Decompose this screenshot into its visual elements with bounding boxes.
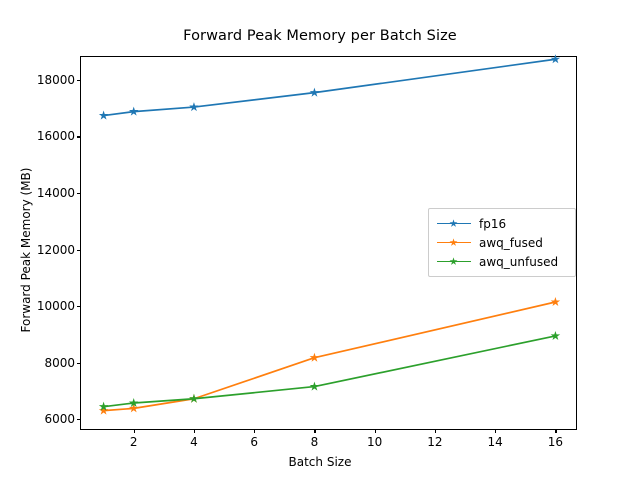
x-tick-mark xyxy=(314,429,316,433)
y-tick-mark xyxy=(77,79,81,81)
y-tick-label: 16000 xyxy=(36,129,75,144)
x-axis-label: Batch Size xyxy=(288,455,352,469)
x-tick-mark xyxy=(254,429,256,433)
chart-title: Forward Peak Memory per Batch Size xyxy=(183,28,457,44)
data-point-marker xyxy=(98,405,109,415)
y-tick-label: 6000 xyxy=(44,412,75,427)
y-tick-mark xyxy=(77,306,81,308)
y-tick-mark xyxy=(77,193,81,195)
series-fp16 xyxy=(98,54,561,120)
data-point-marker xyxy=(550,54,561,64)
legend-star-icon xyxy=(449,257,458,265)
x-tick-label: 6 xyxy=(250,435,259,449)
legend-swatch-icon xyxy=(437,255,471,269)
data-point-marker xyxy=(309,352,320,362)
y-tick-label: 10000 xyxy=(36,299,75,314)
x-tick-label: 14 xyxy=(487,435,503,449)
legend-star-icon xyxy=(449,219,458,227)
data-point-marker xyxy=(128,403,139,413)
legend-item-awq_unfused[interactable]: awq_unfused xyxy=(429,252,575,271)
x-tick-label: 8 xyxy=(310,435,319,449)
x-tick-mark xyxy=(374,429,376,433)
legend-item-awq_fused[interactable]: awq_fused xyxy=(429,233,575,252)
series-awq_fused xyxy=(98,297,561,415)
data-point-marker xyxy=(189,393,199,403)
series-awq_unfused xyxy=(98,330,561,411)
y-tick-mark xyxy=(77,136,81,138)
legend-swatch-icon xyxy=(437,217,471,231)
legend-label: awq_fused xyxy=(479,235,543,250)
data-point-marker xyxy=(98,401,109,411)
y-tick-label: 18000 xyxy=(36,72,75,87)
data-point-marker xyxy=(98,110,109,120)
series-line xyxy=(102,58,557,117)
data-point-marker xyxy=(550,297,561,307)
x-tick-label: 4 xyxy=(190,435,198,449)
data-point-marker xyxy=(128,397,139,408)
x-tick-mark xyxy=(133,429,135,433)
y-tick-label: 8000 xyxy=(44,355,75,370)
y-tick-mark xyxy=(77,249,81,251)
x-tick-label: 10 xyxy=(367,435,383,449)
x-tick-label: 16 xyxy=(547,435,564,449)
y-tick-label: 14000 xyxy=(36,186,75,201)
x-tick-mark xyxy=(555,429,557,433)
data-point-marker xyxy=(128,106,139,116)
x-tick-mark xyxy=(193,429,196,433)
plot-series-svg xyxy=(98,54,561,415)
y-tick-label: 12000 xyxy=(36,242,75,257)
series-line xyxy=(102,335,557,408)
data-point-marker xyxy=(189,102,199,112)
legend-item-fp16[interactable]: fp16 xyxy=(429,214,575,233)
legend-label: fp16 xyxy=(479,216,507,231)
y-tick-mark xyxy=(77,362,81,364)
x-tick-mark xyxy=(495,429,497,433)
series-line xyxy=(102,301,557,412)
legend-star-icon xyxy=(449,238,458,246)
y-tick-mark xyxy=(77,419,81,421)
data-point-marker xyxy=(309,87,320,97)
x-tick-mark xyxy=(434,429,437,433)
data-point-marker xyxy=(309,381,320,391)
x-tick-label: 12 xyxy=(427,435,443,449)
plot-area: 6000 8000 10000 12000 14000 16000 18000 2 4 6 8 10… xyxy=(37,54,577,449)
chart-legend[interactable]: fp16 awq_fused awq_unfused xyxy=(428,208,576,277)
legend-label: awq_unfused xyxy=(479,254,559,269)
legend-swatch-icon xyxy=(437,236,471,250)
data-point-marker xyxy=(550,330,561,340)
x-tick-label: 2 xyxy=(129,435,138,449)
